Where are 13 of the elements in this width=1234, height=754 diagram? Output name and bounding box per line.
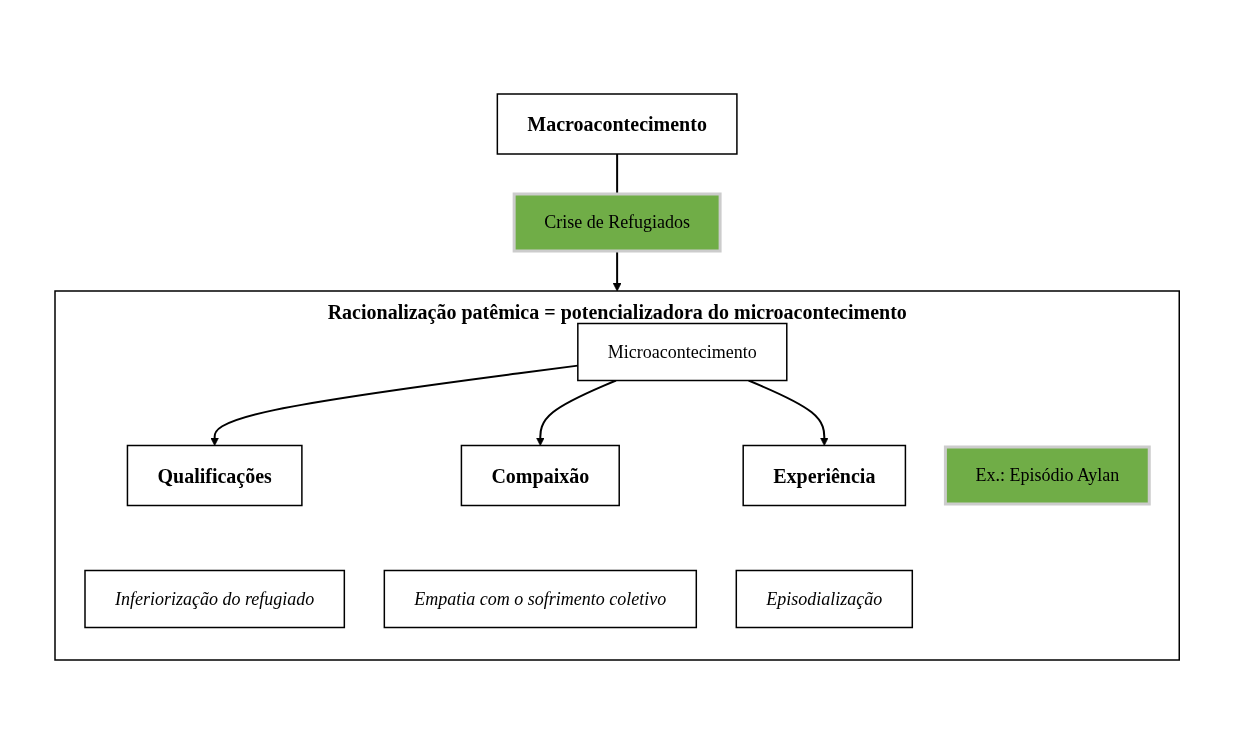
node-box: Episodialização <box>735 569 913 629</box>
node-box: Macroacontecimento <box>496 93 738 155</box>
arrow <box>747 379 829 446</box>
arrow <box>535 379 617 446</box>
connector <box>616 153 618 195</box>
node-box: Compaixão <box>460 444 620 507</box>
node-box: Inferiorização do refugiado <box>84 569 345 629</box>
node-box: Empatia com o sofrimento coletivo <box>383 569 697 629</box>
node-box: Experiência <box>742 444 907 507</box>
node-box: Crise de Refugiados <box>512 192 722 253</box>
node-box: Ex.: Episódio Aylan <box>943 445 1151 506</box>
node-box: Microacontecimento <box>576 322 788 382</box>
node-box: Qualificações <box>126 444 303 507</box>
